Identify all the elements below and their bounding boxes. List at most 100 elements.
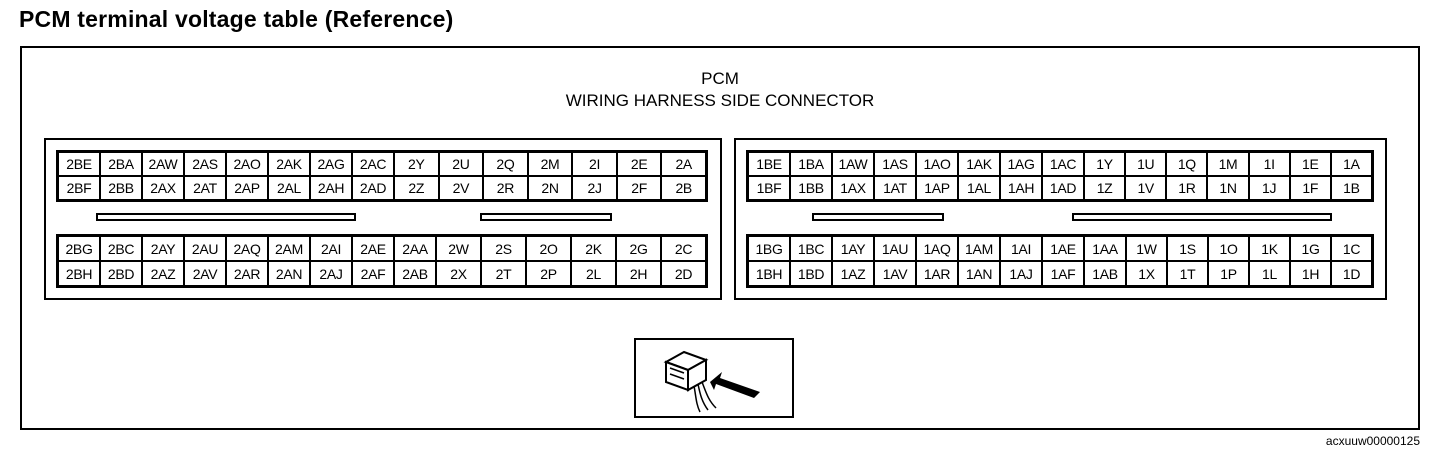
terminal-cell: 2AA [394, 236, 436, 261]
diagram-title-subtitle: WIRING HARNESS SIDE CONNECTOR [565, 91, 875, 110]
terminal-cell: 2AZ [142, 261, 184, 286]
terminal-cell: 2AY [142, 236, 184, 261]
terminal-cell: 2BF [58, 176, 100, 200]
terminal-cell: 2AB [394, 261, 436, 286]
connector-harness-side-arrow-icon [663, 350, 760, 413]
terminal-cell: 1S [1167, 236, 1208, 261]
connector-2-key-slot-left [96, 213, 356, 221]
connector-1-key-slot-left [812, 213, 944, 221]
terminal-cell: 2C [661, 236, 706, 261]
terminal-cell: 2AS [184, 152, 226, 176]
terminal-cell: 2AH [310, 176, 352, 200]
page-heading: PCM terminal voltage table (Reference) [19, 6, 454, 32]
terminal-cell: 2AQ [226, 236, 268, 261]
terminal-cell: 1I [1248, 152, 1290, 176]
terminal-cell: 2AC [352, 152, 394, 176]
diagram-title-pcm: PCM [701, 69, 739, 88]
terminal-cell: 2AT [184, 176, 226, 200]
terminal-cell: 2AM [268, 236, 310, 261]
terminal-cell: 1Z [1084, 176, 1126, 200]
terminal-cell: 1H [1290, 261, 1331, 286]
terminal-cell: 2B [661, 176, 706, 200]
terminal-cell: 2AN [268, 261, 310, 286]
terminal-cell: 1AG [1000, 152, 1042, 176]
terminal-cell: 1AM [958, 236, 1000, 261]
terminal-cell: 2AO [226, 152, 268, 176]
terminal-cell: 2BB [100, 176, 142, 200]
terminal-cell: 1AF [1042, 261, 1084, 286]
terminal-cell: 2H [616, 261, 661, 286]
terminal-cell: 2V [438, 176, 484, 200]
terminal-cell: 2AW [142, 152, 184, 176]
terminal-cell: 1R [1166, 176, 1208, 200]
terminal-cell: 1D [1331, 261, 1372, 286]
terminal-cell: 2R [483, 176, 528, 200]
terminal-cell: 1BF [748, 176, 790, 200]
terminal-cell: 1AZ [832, 261, 874, 286]
terminal-cell: 1Q [1166, 152, 1208, 176]
terminal-cell: 2N [527, 176, 573, 200]
terminal-cell: 1AX [832, 176, 874, 200]
figure-reference-code: acxuuw00000125 [1325, 434, 1420, 448]
terminal-cell: 1E [1289, 152, 1331, 176]
terminal-cell: 1AT [874, 176, 916, 200]
terminal-cell: 1L [1249, 261, 1290, 286]
terminal-cell: 2AU [184, 236, 226, 261]
terminal-cell: 2AG [310, 152, 352, 176]
terminal-cell: 2F [616, 176, 662, 200]
terminal-cell: 2K [571, 236, 616, 261]
terminal-cell: 1F [1289, 176, 1331, 200]
terminal-cell: 2U [438, 152, 484, 176]
terminal-cell: 2I [572, 152, 617, 176]
terminal-cell: 2Z [394, 176, 439, 200]
terminal-cell: 1AR [916, 261, 958, 286]
terminal-cell: 1AD [1042, 176, 1084, 200]
terminal-cell: 1BD [790, 261, 832, 286]
terminal-cell: 1AS [874, 152, 916, 176]
terminal-cell: 1AB [1084, 261, 1126, 286]
harness-view-icon-box [634, 338, 794, 418]
terminal-cell: 1K [1249, 236, 1290, 261]
terminal-cell: 1A [1330, 152, 1372, 176]
terminal-cell: 2AV [184, 261, 226, 286]
terminal-cell: 1AP [916, 176, 958, 200]
terminal-cell: 2AR [226, 261, 268, 286]
terminal-cell: 1AK [958, 152, 1000, 176]
terminal-cell: 2AK [268, 152, 310, 176]
terminal-cell: 2AD [352, 176, 394, 200]
terminal-cell: 1P [1208, 261, 1249, 286]
terminal-cell: 1BA [790, 152, 832, 176]
connector-2-key-slot-right [480, 213, 612, 221]
terminal-cell: 2AF [352, 261, 394, 286]
terminal-cell: 2Q [483, 152, 528, 176]
terminal-cell: 2AL [268, 176, 310, 200]
terminal-cell: 1W [1126, 236, 1167, 261]
terminal-cell: 2BC [100, 236, 142, 261]
terminal-cell: 1N [1207, 176, 1249, 200]
terminal-cell: 1C [1331, 236, 1372, 261]
terminal-cell: 1T [1167, 261, 1208, 286]
terminal-cell: 2BA [100, 152, 142, 176]
terminal-cell: 1V [1125, 176, 1167, 200]
terminal-cell: 2AI [310, 236, 352, 261]
terminal-cell: 2Y [394, 152, 439, 176]
terminal-cell: 1AJ [1000, 261, 1042, 286]
terminal-cell: 1AW [832, 152, 874, 176]
terminal-cell: 1BE [748, 152, 790, 176]
terminal-cell: 2W [436, 236, 481, 261]
terminal-cell: 1J [1248, 176, 1290, 200]
terminal-cell: 2AE [352, 236, 394, 261]
terminal-cell: 1AN [958, 261, 1000, 286]
terminal-cell: 1AO [916, 152, 958, 176]
diagram-title: PCM WIRING HARNESS SIDE CONNECTOR [22, 68, 1418, 112]
terminal-cell: 1X [1126, 261, 1167, 286]
terminal-cell: 1BB [790, 176, 832, 200]
terminal-cell: 1AU [874, 236, 916, 261]
terminal-cell: 1AL [958, 176, 1000, 200]
terminal-cell: 1AH [1000, 176, 1042, 200]
terminal-cell: 2AP [226, 176, 268, 200]
